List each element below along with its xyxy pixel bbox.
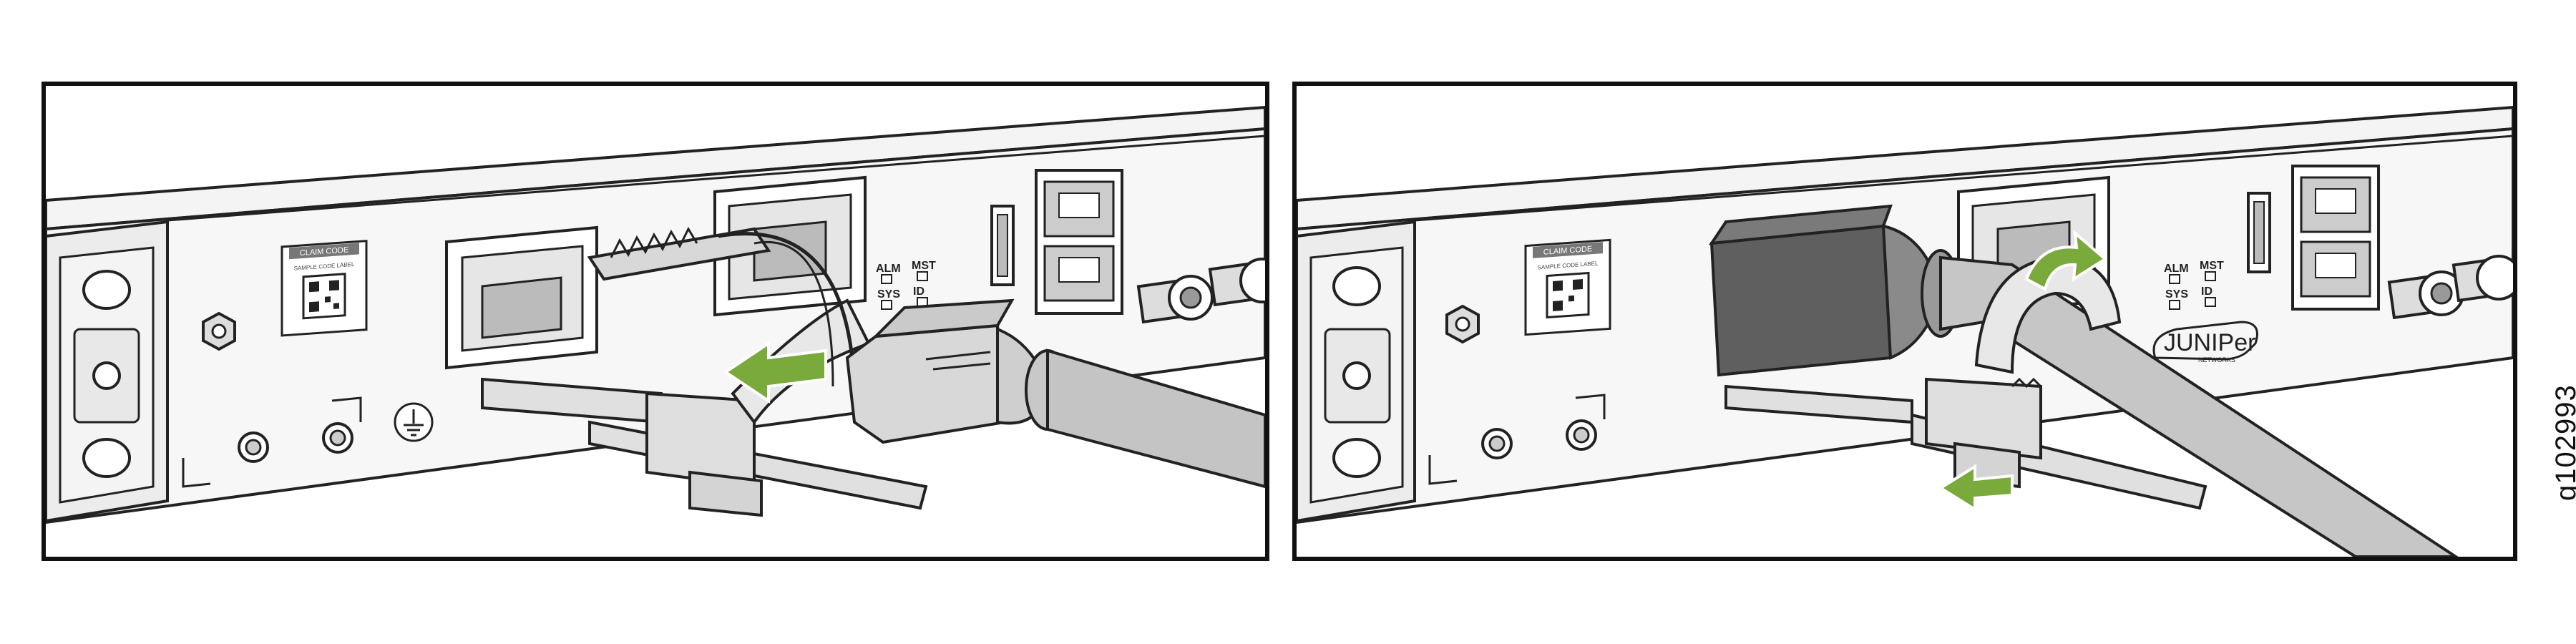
led-label-alm: ALM (2164, 263, 2189, 275)
led-label-sys: SYS (2165, 288, 2188, 301)
power-inlet-1 (445, 225, 598, 370)
chassis-top (46, 105, 1265, 231)
rj45-ports (1035, 169, 1123, 315)
status-leds: ALM SYS MST ID (876, 260, 936, 310)
led-label-mst: MST (912, 260, 936, 272)
inserted-power-plug (1708, 204, 1961, 377)
juniper-logo: JUNIPer NETWORKS (2152, 321, 2258, 364)
clip-teeth (587, 227, 771, 281)
figure-id: g102993 (2550, 384, 2576, 501)
cable-retainer-clip (481, 226, 928, 517)
illustration-step-2: CLAIM CODE SAMPLE CODE LABEL ALM SYS MST… (1297, 105, 2513, 557)
led-label-id: ID (2201, 286, 2212, 298)
ground-icon (394, 402, 434, 442)
claim-code-title: CLAIM CODE (300, 245, 348, 258)
led-label-mst: MST (2200, 260, 2224, 272)
power-cord (1939, 255, 2459, 557)
chassis-front (46, 127, 1265, 525)
tighten-arrow-icon (2024, 230, 2108, 291)
logo-wordmark: JUNIPer (2164, 329, 2255, 356)
power-cord (1046, 348, 1265, 489)
claim-code-label: CLAIM CODE SAMPLE CODE LABEL (1524, 238, 1611, 336)
logo-subtext: NETWORKS (2198, 356, 2235, 364)
led-label-id: ID (913, 286, 924, 298)
led-label-sys: SYS (877, 288, 900, 301)
claim-code-title: CLAIM CODE (1543, 245, 1592, 257)
panel-step-1: CLAIM CODE SAMPLE CODE LABEL (42, 82, 1269, 561)
claim-code-label: CLAIM CODE SAMPLE CODE LABEL (280, 240, 368, 337)
led-label-alm: ALM (876, 263, 901, 275)
chassis-top (1297, 105, 2513, 231)
pull-arrow-icon (1938, 464, 2014, 512)
coax-connectors (1136, 258, 1265, 324)
illustration-step-1: CLAIM CODE SAMPLE CODE LABEL (46, 105, 1265, 525)
push-arrow-icon (723, 341, 827, 404)
status-leds: ALM SYS MST ID (2164, 260, 2224, 310)
panel-step-2: CLAIM CODE SAMPLE CODE LABEL ALM SYS MST… (1292, 82, 2517, 561)
coax-connectors (2387, 255, 2513, 320)
power-plug (845, 298, 1265, 489)
rj45-ports (2291, 165, 2380, 311)
